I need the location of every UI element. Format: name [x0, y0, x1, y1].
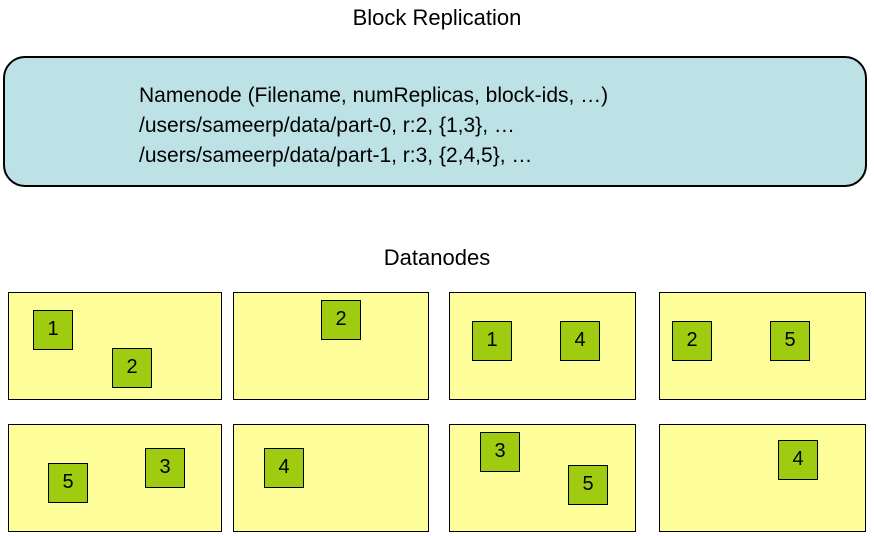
block-square: 2 — [112, 348, 152, 388]
block-square: 1 — [33, 310, 73, 350]
block-square: 2 — [672, 321, 712, 361]
datanodes-section-label: Datanodes — [383, 245, 491, 270]
block-square: 2 — [321, 300, 361, 340]
namenode-metadata-text: Namenode (Filename, numReplicas, block-i… — [139, 81, 608, 171]
block-square: 3 — [480, 432, 520, 472]
block-square: 1 — [472, 321, 512, 361]
block-square: 4 — [264, 448, 304, 488]
datanode-6 — [233, 424, 429, 532]
block-square: 5 — [770, 321, 810, 361]
namenode-file-line: /users/sameerp/data/part-1, r:3, {2,4,5}… — [139, 144, 533, 167]
block-square: 5 — [48, 463, 88, 503]
block-square: 4 — [560, 321, 600, 361]
datanode-5 — [8, 424, 222, 532]
block-square: 4 — [778, 440, 818, 480]
namenode-heading-line: Namenode (Filename, numReplicas, block-i… — [139, 84, 609, 107]
namenode-box: Namenode (Filename, numReplicas, block-i… — [3, 56, 867, 187]
block-square: 3 — [145, 448, 185, 488]
block-square: 5 — [568, 465, 608, 505]
namenode-file-line: /users/sameerp/data/part-0, r:2, {1,3}, … — [139, 114, 515, 137]
datanode-8 — [659, 424, 866, 532]
page-title: Block Replication — [352, 5, 522, 30]
